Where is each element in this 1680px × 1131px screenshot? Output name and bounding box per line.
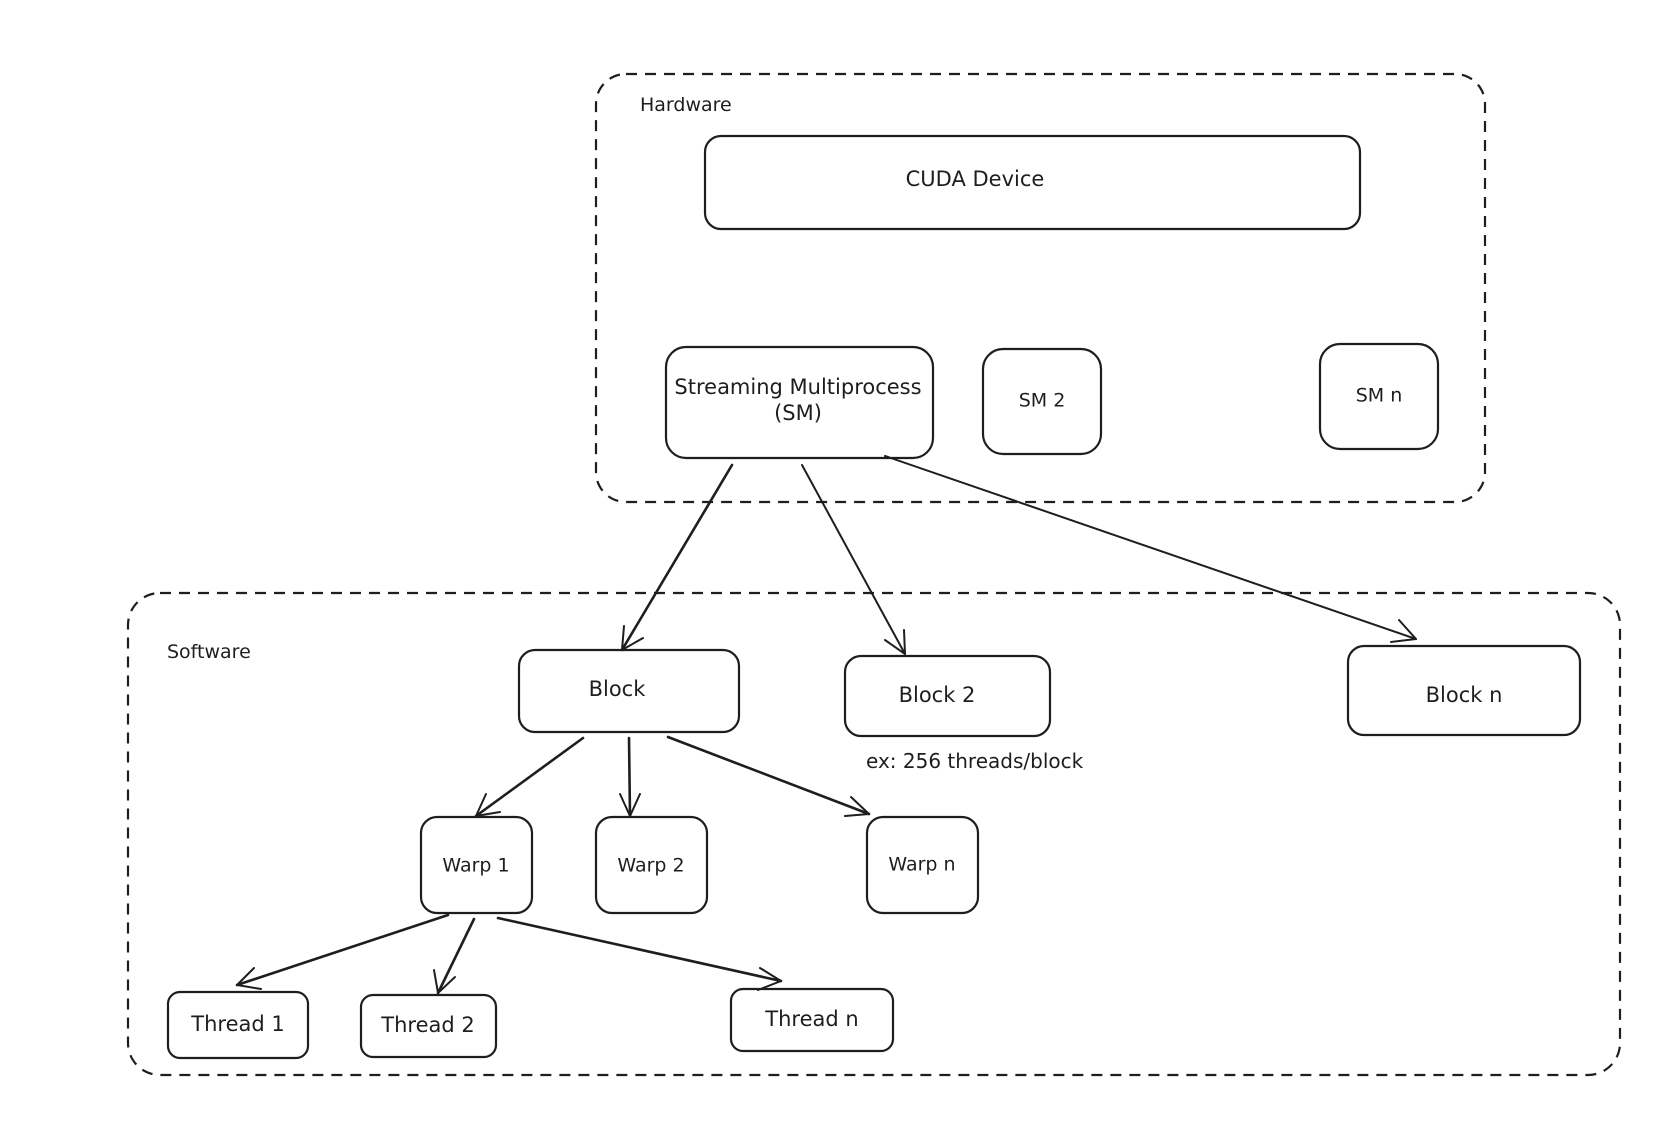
thread-2-label: Thread 2 [380, 1013, 474, 1037]
warp-n-label: Warp n [888, 854, 955, 876]
sm-main-label-line1: Streaming Multiprocess [674, 375, 921, 399]
edge-warp-1-to-thread-1 [235, 913, 450, 987]
software-group: Software Block Block 2 ex: 256 threads/b… [126, 591, 1622, 1077]
sm-main-label-line2: (SM) [774, 401, 822, 425]
software-frame [126, 591, 1622, 1077]
edge-block-to-warp-n [666, 735, 871, 816]
block-note: ex: 256 threads/block [866, 749, 1084, 773]
edge-sm-to-block-n [884, 455, 1417, 640]
warp-n-box[interactable] [865, 815, 980, 915]
sm-main-box[interactable] [664, 345, 935, 460]
edge-warp-1-to-thread-n [496, 916, 783, 983]
thread-2-box[interactable] [359, 993, 498, 1059]
edge-warp-1-to-thread-2 [436, 917, 476, 995]
thread-n-box[interactable] [729, 987, 895, 1053]
arrowhead-warp-1-to-thread-1 [236, 967, 262, 990]
thread-n-label: Thread n [764, 1007, 858, 1031]
block-box[interactable] [517, 648, 741, 734]
warp-2-box[interactable] [594, 815, 709, 915]
arrowhead-sm-to-block [621, 625, 644, 651]
block-2-label: Block 2 [899, 683, 976, 707]
sm-n-label: SM n [1356, 385, 1403, 407]
arrowhead-block-to-warp-n [844, 796, 870, 817]
arrowhead-warp-1-to-thread-2 [433, 969, 456, 994]
hardware-label: Hardware [640, 94, 732, 116]
warp-2-label: Warp 2 [617, 855, 684, 877]
hardware-group: Hardware CUDA Device Streaming Multiproc… [594, 72, 1487, 504]
edges [235, 455, 1417, 995]
edge-block-to-warp-2 [627, 736, 632, 818]
edge-sm-to-block [620, 463, 734, 652]
block-n-label: Block n [1426, 683, 1503, 707]
edge-sm-to-block-2 [801, 464, 906, 655]
sm-2-box[interactable] [981, 347, 1103, 456]
cuda-device-box[interactable] [703, 134, 1362, 231]
arrowhead-warp-1-to-thread-n [757, 967, 782, 991]
block-n-box[interactable] [1346, 644, 1582, 737]
cuda-device-label: CUDA Device [906, 167, 1045, 191]
arrowhead-block-to-warp-2 [619, 793, 641, 817]
sm-n-box[interactable] [1318, 342, 1440, 451]
warp-1-label: Warp 1 [442, 855, 509, 877]
block-label: Block [589, 677, 647, 701]
block-2-box[interactable] [843, 654, 1052, 738]
arrowhead-sm-to-block-n [1390, 619, 1417, 643]
edge-block-to-warp-1 [474, 736, 585, 818]
thread-1-label: Thread 1 [190, 1012, 284, 1036]
thread-1-box[interactable] [166, 990, 310, 1060]
sm-2-label: SM 2 [1019, 390, 1066, 412]
arrowhead-block-to-warp-1 [475, 793, 501, 817]
software-label: Software [167, 641, 251, 663]
arrowhead-sm-to-block-2 [884, 629, 906, 655]
